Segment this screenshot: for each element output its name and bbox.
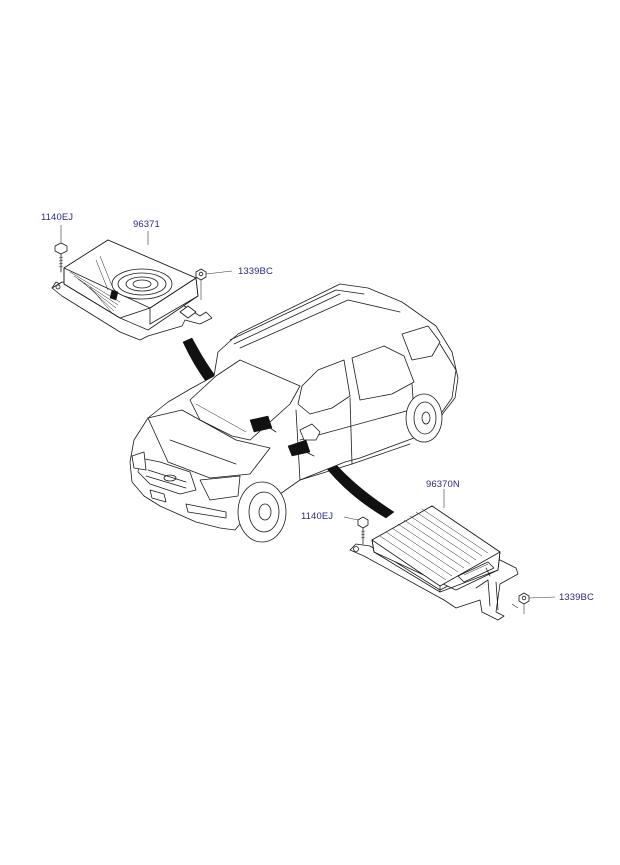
label-96370n: 96370N (426, 479, 460, 490)
nut-1339bc-top (195, 268, 233, 300)
subwoofer-unit (51, 239, 213, 341)
vehicle-illustration (129, 283, 459, 543)
amplifier-unit (349, 505, 519, 621)
bolt-1140ej-amp (343, 516, 369, 545)
bolt-1140ej-top (54, 225, 68, 273)
label-96371: 96371 (133, 219, 160, 230)
label-1339bc-amp: 1339BC (559, 592, 594, 603)
label-1140ej-amp: 1140EJ (301, 511, 334, 522)
label-1140ej-top: 1140EJ (41, 212, 74, 223)
nut-1339bc-amp (511, 592, 556, 614)
label-1339bc-top: 1339BC (238, 266, 273, 277)
